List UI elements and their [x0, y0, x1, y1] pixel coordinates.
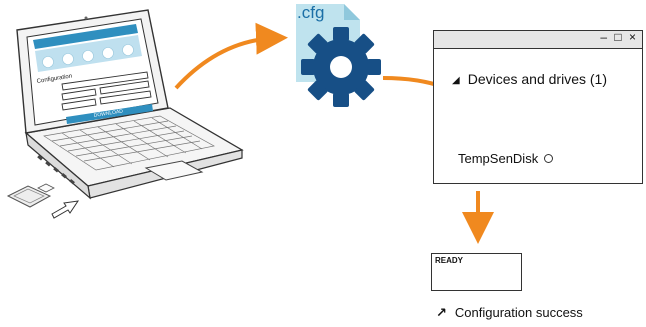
config-file-extension: .cfg: [297, 3, 325, 22]
success-label: Configuration success: [454, 305, 583, 320]
download-button-label: DOWNLOAD: [93, 108, 123, 119]
configuration-success-message: ↗ Configuration success: [436, 305, 583, 321]
status-text: READY: [435, 256, 464, 265]
drive-name-label: TempSenDisk: [458, 151, 539, 166]
up-right-arrow-icon: ↗: [436, 305, 447, 320]
drive-led-icon: [544, 154, 553, 163]
collapse-triangle-icon[interactable]: ◢: [452, 75, 460, 86]
gear-icon: [301, 27, 381, 107]
explorer-window[interactable]: – □ × ◢ Devices and drives (1): [433, 30, 643, 184]
usb-stick-icon: [6, 183, 55, 208]
laptop-illustration: Configuration DOWNLOAD: [16, 9, 244, 200]
insert-arrow-icon: [51, 200, 80, 219]
form-title-text: Configuration: [36, 73, 72, 85]
window-titlebar[interactable]: – □ ×: [434, 30, 642, 49]
devices-and-drives-label: Devices and drives (1): [467, 71, 607, 87]
flow-arrow-laptop-to-config: [174, 22, 288, 90]
devices-and-drives-heading[interactable]: ◢ Devices and drives (1): [452, 71, 607, 87]
window-controls[interactable]: – □ ×: [600, 30, 638, 44]
status-display: READY: [431, 253, 522, 291]
